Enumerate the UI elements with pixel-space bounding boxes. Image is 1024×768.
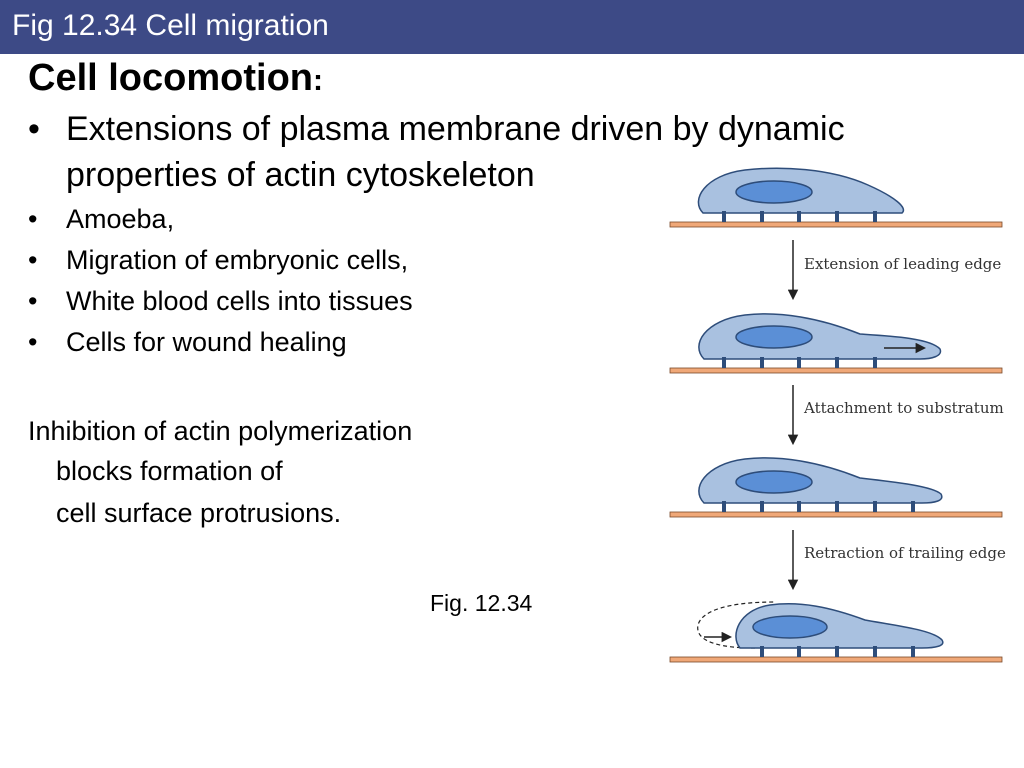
cell-nucleus <box>735 180 813 204</box>
inhibition-line-3: cell surface protrusions. <box>56 498 342 528</box>
cell-nucleus <box>735 470 813 494</box>
migration-stage-4 <box>669 601 1003 663</box>
step-caption-3: Retraction of trailing edge <box>804 544 1006 562</box>
bullet-text: White blood cells into tissues <box>66 286 413 316</box>
bullet-marker: • <box>28 204 38 234</box>
cell-body <box>698 313 942 360</box>
former-trailing-edge-outline <box>697 601 776 649</box>
figure-reference: Fig. 12.34 <box>430 590 533 616</box>
bullet-marker: • <box>28 327 38 357</box>
section-heading: Cell locomotion: <box>28 56 323 103</box>
slide-title-bar: Fig 12.34 Cell migration <box>0 0 1024 54</box>
migration-stage-1 <box>669 167 1003 228</box>
cell-nucleus <box>735 325 813 349</box>
bullet-marker: • <box>28 110 40 148</box>
adhesion-contacts <box>722 211 877 222</box>
heading-colon: : <box>313 64 323 97</box>
bullet-text: Cells for wound healing <box>66 327 347 357</box>
bullet-text-line1: Extensions of plasma membrane driven by … <box>66 110 845 148</box>
substratum-bar <box>669 221 1003 228</box>
bullet-marker: • <box>28 245 38 275</box>
bullet-text-line2: properties of actin cytoskeleton <box>66 156 535 194</box>
substratum-bar <box>669 511 1003 518</box>
migration-stage-3 <box>669 457 1003 518</box>
heading-text: Cell locomotion <box>28 57 313 99</box>
step-caption-1: Extension of leading edge <box>804 255 1001 273</box>
adhesion-contacts <box>760 646 915 657</box>
cell-body <box>698 457 943 504</box>
bullet-marker: • <box>28 286 38 316</box>
bullet-text: Amoeba, <box>66 204 175 234</box>
slide-title: Fig 12.34 Cell migration <box>12 9 329 42</box>
migration-stage-2 <box>669 313 1003 374</box>
substratum-bar <box>669 367 1003 374</box>
adhesion-contacts <box>722 357 877 368</box>
step-caption-2: Attachment to substratum <box>803 399 1004 417</box>
bullet-text: Migration of embryonic cells, <box>66 245 409 275</box>
substratum-bar <box>669 656 1003 663</box>
inhibition-line-2: blocks formation of <box>56 456 283 486</box>
cell-nucleus <box>752 615 828 639</box>
adhesion-contacts <box>722 501 915 512</box>
inhibition-line-1: Inhibition of actin polymerization <box>28 416 413 446</box>
